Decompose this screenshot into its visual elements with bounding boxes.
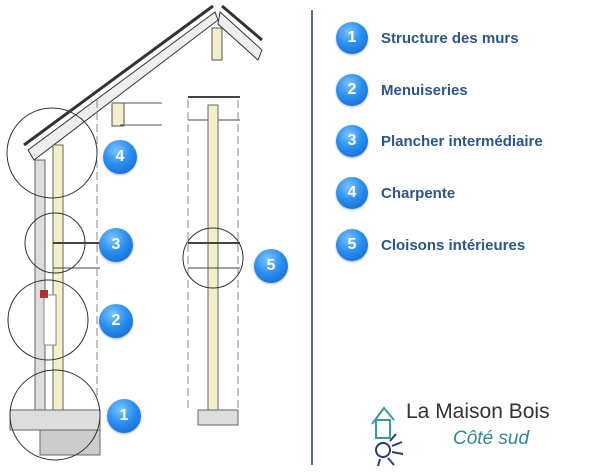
diagram-badge-3: 3 [99,228,133,262]
divider [311,10,313,465]
diagram-badge-5: 5 [254,249,288,283]
roof [23,4,263,161]
legend-badge: 1 [336,22,368,54]
legend-item-3: 3 Plancher intermédiaire [336,124,543,158]
house-section-drawing [6,4,263,461]
legend-label: Plancher intermédiaire [381,132,543,150]
legend-badge: 4 [336,177,368,209]
diagram-badge-2: 2 [99,304,133,338]
legend-label: Charpente [381,184,456,202]
detail-circle-5 [182,227,244,289]
legend-badge: 3 [336,125,368,157]
detail-circle-2 [7,279,89,361]
legend-item-1: 1 Structure des murs [336,21,519,55]
legend-item-2: 2 Menuiseries [336,73,468,107]
brand-logo: La Maison Bois Côté sud [368,398,578,468]
legend-item-4: 4 Charpente [336,176,455,210]
logo-title: La Maison Bois [406,400,550,423]
legend-label: Structure des murs [381,29,519,47]
logo-subtitle: Côté sud [453,428,530,449]
legend-label: Cloisons intérieures [381,236,526,254]
diagram-badge-4: 4 [103,140,137,174]
legend-item-5: 5 Cloisons intérieures [336,228,525,262]
exterior-wall [9,100,101,456]
detail-circle-4 [6,107,98,199]
interior-wall [187,96,240,426]
legend-badge: 2 [336,74,368,106]
legend-badge: 5 [336,229,368,261]
house-sun-logo-icon [371,406,404,467]
detail-circle-3 [24,212,86,274]
legend-label: Menuiseries [381,81,468,99]
detail-circle-1 [9,369,101,461]
diagram-badge-1: 1 [107,399,141,433]
detail-circles [6,107,244,461]
